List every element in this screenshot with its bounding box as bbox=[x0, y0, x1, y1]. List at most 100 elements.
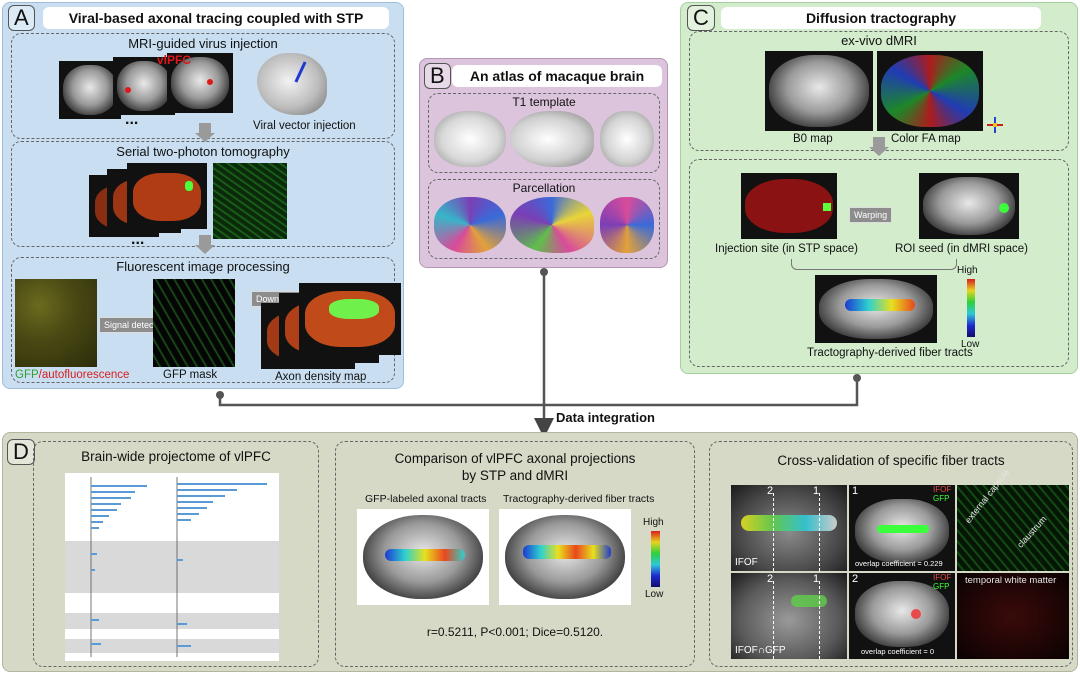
panel-letter-c: C bbox=[687, 5, 715, 31]
injection-site-image bbox=[741, 173, 837, 239]
parcellation-title: Parcellation bbox=[512, 181, 576, 195]
ifof-label: IFOF bbox=[735, 557, 758, 568]
section-number-2-top: 2 bbox=[767, 485, 774, 497]
stp-ellipsis: ... bbox=[131, 231, 145, 248]
vlpfc-label: vlPFC bbox=[157, 53, 192, 67]
b0-caption: B0 map bbox=[793, 133, 833, 145]
integration-label: Data integration bbox=[556, 410, 655, 425]
tractography-image bbox=[815, 275, 937, 343]
stp-title: Serial two-photon tomography bbox=[116, 144, 290, 159]
gfp-autofluo-caption: GFP/autofluorescence bbox=[15, 369, 129, 381]
color-fa-caption: Color FA map bbox=[891, 133, 961, 145]
panel-letter-d: D bbox=[7, 439, 35, 465]
t1-axial bbox=[600, 111, 654, 167]
panel-a: A Viral-based axonal tracing coupled wit… bbox=[2, 2, 404, 389]
tract-derived-image bbox=[499, 509, 631, 605]
ifof-legend-top: IFOF bbox=[933, 485, 952, 494]
overlap-coefficient-1: overlap coefficient = 0.229 bbox=[855, 559, 943, 568]
projectome-bars bbox=[65, 477, 279, 657]
ifof-gfp-3d-render bbox=[731, 573, 847, 659]
injection-dot bbox=[207, 79, 213, 85]
section-line-2-bottom bbox=[773, 581, 774, 659]
roi-seed-caption: ROI seed (in dMRI space) bbox=[895, 243, 1028, 255]
mri-slice-3 bbox=[167, 53, 233, 113]
density-ellipsis: ... bbox=[313, 355, 325, 371]
gfp-text: GFP bbox=[15, 369, 39, 381]
mri-slice-1 bbox=[59, 61, 121, 119]
tractography-caption: Tractography-derived fiber tracts bbox=[807, 347, 973, 359]
overlap-coefficient-2: overlap coefficient = 0 bbox=[861, 647, 935, 656]
t1-sagittal bbox=[510, 111, 594, 167]
color-fa-image bbox=[877, 51, 983, 131]
ifof-3d-render bbox=[731, 485, 847, 571]
gfp-legend-bottom: GFP bbox=[933, 582, 950, 591]
parcellation-box bbox=[428, 179, 660, 259]
section-line-1-top bbox=[819, 493, 820, 571]
down-arrow-icon bbox=[873, 137, 885, 147]
comparison-stats: r=0.5211, P<0.001; Dice=0.5120. bbox=[426, 625, 604, 639]
axon-density-3 bbox=[299, 283, 401, 355]
projectome-chart bbox=[65, 473, 279, 661]
gfp-legend-top: GFP bbox=[933, 494, 950, 503]
down-arrow-icon bbox=[195, 245, 215, 254]
section-number-2-bottom: 2 bbox=[767, 573, 774, 585]
panel-a-title: Viral-based axonal tracing coupled with … bbox=[43, 7, 389, 29]
brain-3d-render bbox=[257, 53, 327, 115]
injection-dot bbox=[125, 87, 131, 93]
panel-letter-a: A bbox=[8, 5, 35, 31]
autofluo-text: /autofluorescence bbox=[38, 369, 130, 381]
d-colorbar-high: High bbox=[643, 517, 664, 528]
down-arrow-icon bbox=[199, 235, 211, 245]
crossval-box bbox=[709, 441, 1073, 667]
colorbar-low-label: Low bbox=[961, 339, 980, 350]
roi-seed-image bbox=[919, 173, 1019, 239]
stp-zoom-green-fibers bbox=[213, 163, 287, 239]
section-line-2-top bbox=[773, 493, 774, 571]
d-colorbar bbox=[651, 531, 660, 587]
section-number-1-bottom: 1 bbox=[813, 573, 820, 585]
panel-b: B An atlas of macaque brain T1 template … bbox=[419, 58, 668, 268]
projectome-box bbox=[33, 441, 319, 667]
parcellation-coronal bbox=[434, 197, 506, 253]
warping-arrow: Warping bbox=[849, 207, 893, 223]
stp-section-3 bbox=[127, 163, 207, 229]
down-arrow-icon bbox=[195, 133, 215, 142]
down-arrow-icon bbox=[199, 123, 211, 133]
injection-site-caption: Injection site (in STP space) bbox=[715, 243, 858, 255]
colorbar-high-label: High bbox=[957, 265, 978, 276]
panel-d: D Brain-wide projectome of vlPFC bbox=[2, 432, 1078, 672]
panel-c-title: Diffusion tractography bbox=[721, 7, 1041, 29]
coronal-section-2 bbox=[849, 573, 955, 659]
colorbar bbox=[967, 279, 975, 337]
t1-template-box bbox=[428, 93, 660, 173]
ifof-legend-bottom: IFOF bbox=[933, 573, 952, 582]
panel-c: C Diffusion tractography ex-vivo dMRI B0… bbox=[680, 2, 1078, 374]
exvivo-dmri-title: ex-vivo dMRI bbox=[841, 33, 917, 48]
bracket bbox=[791, 259, 957, 270]
orientation-cross-icon bbox=[987, 117, 1003, 133]
down-arrow-icon bbox=[869, 147, 889, 156]
ifof-gfp-label: IFOF∩GFP bbox=[735, 645, 786, 656]
tract-derived-caption: Tractography-derived fiber tracts bbox=[503, 493, 655, 505]
comparison-title-line1: Comparison of vlPFC axonal projections bbox=[394, 451, 636, 466]
mri-injection-title: MRI-guided virus injection bbox=[128, 36, 278, 51]
section-2-number: 2 bbox=[852, 573, 859, 585]
section-number-1-top: 1 bbox=[813, 485, 820, 497]
parcellation-sagittal bbox=[510, 197, 594, 253]
axon-density-caption: Axon density map bbox=[275, 371, 367, 383]
slices-ellipsis: ... bbox=[125, 111, 139, 128]
panel-letter-b: B bbox=[424, 63, 451, 89]
viral-vector-caption: Viral vector injection bbox=[253, 120, 356, 132]
gfp-mask-image bbox=[153, 279, 235, 367]
crossval-title: Cross-validation of specific fiber tract… bbox=[777, 453, 1005, 468]
comparison-title-line2: by STP and dMRI bbox=[461, 468, 569, 483]
comparison-box bbox=[335, 441, 695, 667]
coronal-section-1 bbox=[849, 485, 955, 571]
section-line-1-bottom bbox=[819, 581, 820, 659]
temporal-white-matter-zoom bbox=[957, 573, 1069, 659]
d-colorbar-low: Low bbox=[645, 589, 664, 600]
mri-slice-2 bbox=[113, 57, 175, 115]
gfp-labeled-caption: GFP-labeled axonal tracts bbox=[365, 493, 487, 505]
tractography-box bbox=[689, 159, 1069, 367]
